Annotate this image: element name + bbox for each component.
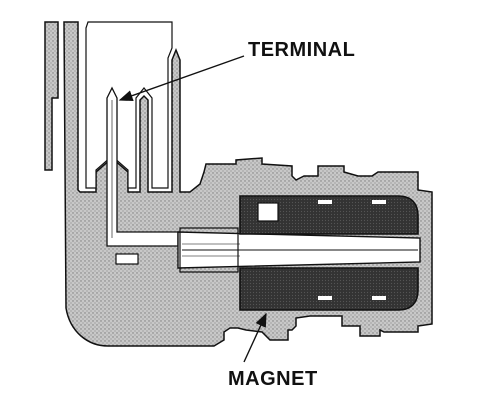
housing-left-tab <box>44 21 59 171</box>
magnet-upper-window <box>257 202 279 222</box>
magnet-upper <box>239 195 419 235</box>
terminal-label: TERMINAL <box>248 39 355 61</box>
magnet-leader-line <box>243 312 267 363</box>
terminal-base-block <box>115 253 139 265</box>
magnet-lower <box>239 267 419 311</box>
terminal-leader-line <box>118 55 245 102</box>
connector-cavity <box>85 21 173 189</box>
terminal-pin <box>106 86 179 247</box>
magnet-label: MAGNET <box>228 368 318 390</box>
shaft-collar <box>179 227 239 273</box>
sensor-housing <box>63 21 433 347</box>
